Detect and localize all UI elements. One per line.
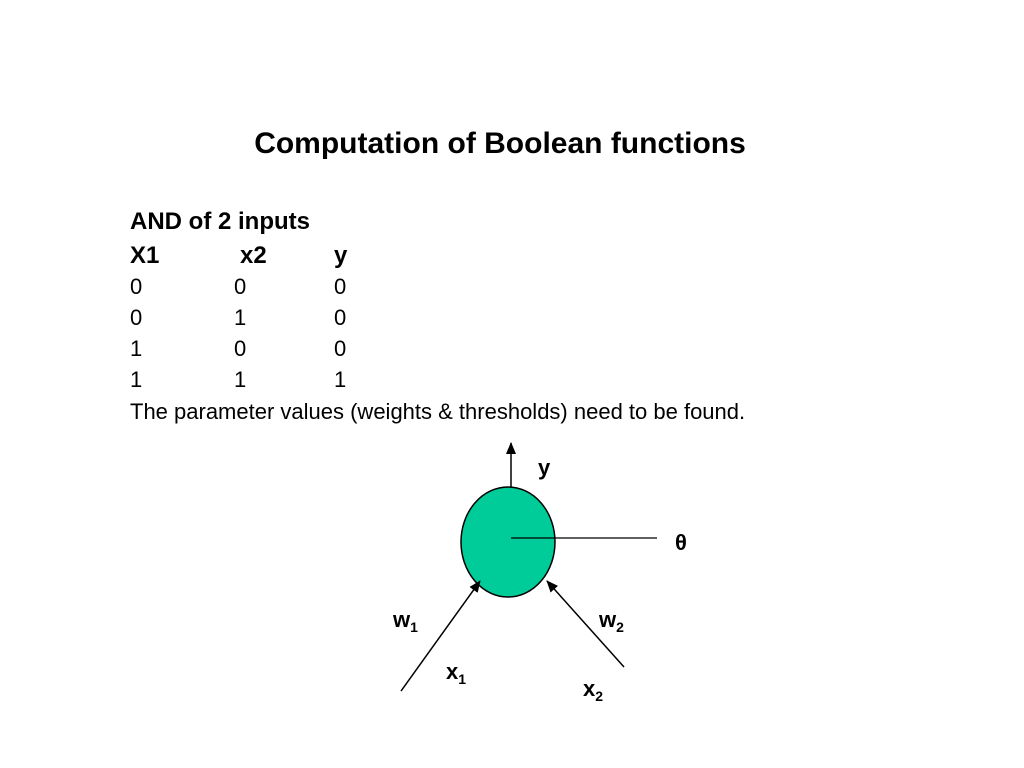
table-cell: 1 bbox=[130, 336, 143, 361]
weight1-base: w bbox=[393, 607, 411, 632]
table-cell: 0 bbox=[234, 336, 247, 361]
table-cell: 1 bbox=[234, 367, 247, 392]
table-cell: 0 bbox=[130, 274, 143, 299]
header-x2: x2 bbox=[240, 242, 267, 269]
table-cell: 0 bbox=[334, 336, 347, 361]
input1-subscript: 1 bbox=[458, 671, 467, 687]
table-cell: 1 bbox=[234, 305, 247, 330]
table-cell: 0 bbox=[334, 274, 347, 299]
header-x1: X1 bbox=[130, 242, 160, 269]
input2-label: x2 bbox=[583, 676, 603, 709]
input1-base: x bbox=[446, 659, 459, 684]
header-y: y bbox=[334, 242, 348, 269]
input1-label: x1 bbox=[446, 659, 466, 692]
table-row: 1 0 0 bbox=[130, 333, 430, 364]
table-row: 0 0 0 bbox=[130, 271, 430, 302]
weight2-subscript: 2 bbox=[616, 619, 624, 635]
input2-base: x bbox=[583, 676, 596, 701]
threshold-label: θ bbox=[675, 530, 687, 555]
input2-subscript: 2 bbox=[595, 688, 604, 704]
table-row: 1 1 1 bbox=[130, 364, 430, 395]
table-cell: 0 bbox=[130, 305, 143, 330]
input1-arrow bbox=[400, 580, 481, 692]
table-cell: 0 bbox=[234, 274, 247, 299]
table-cell: 1 bbox=[334, 367, 347, 392]
neuron-node bbox=[460, 486, 556, 598]
slide-subtitle: AND of 2 inputs bbox=[130, 208, 310, 235]
parameter-note: The parameter values (weights & threshol… bbox=[130, 399, 746, 424]
weight2-base: w bbox=[599, 607, 617, 632]
table-row: 0 1 0 bbox=[130, 302, 430, 333]
truth-table: X1 x2 y 0 0 0 0 1 0 1 0 0 1 1 1 bbox=[130, 240, 430, 395]
input2-arrow bbox=[546, 580, 625, 668]
table-cell: 0 bbox=[334, 305, 347, 330]
weight2-label: w2 bbox=[599, 607, 624, 640]
weight1-label: w1 bbox=[393, 607, 418, 640]
table-cell: 1 bbox=[130, 367, 143, 392]
output-label: y bbox=[538, 455, 551, 480]
weight1-subscript: 1 bbox=[410, 619, 418, 635]
slide-title: Computation of Boolean functions bbox=[254, 127, 746, 160]
truth-table-header: X1 x2 y bbox=[130, 240, 430, 271]
